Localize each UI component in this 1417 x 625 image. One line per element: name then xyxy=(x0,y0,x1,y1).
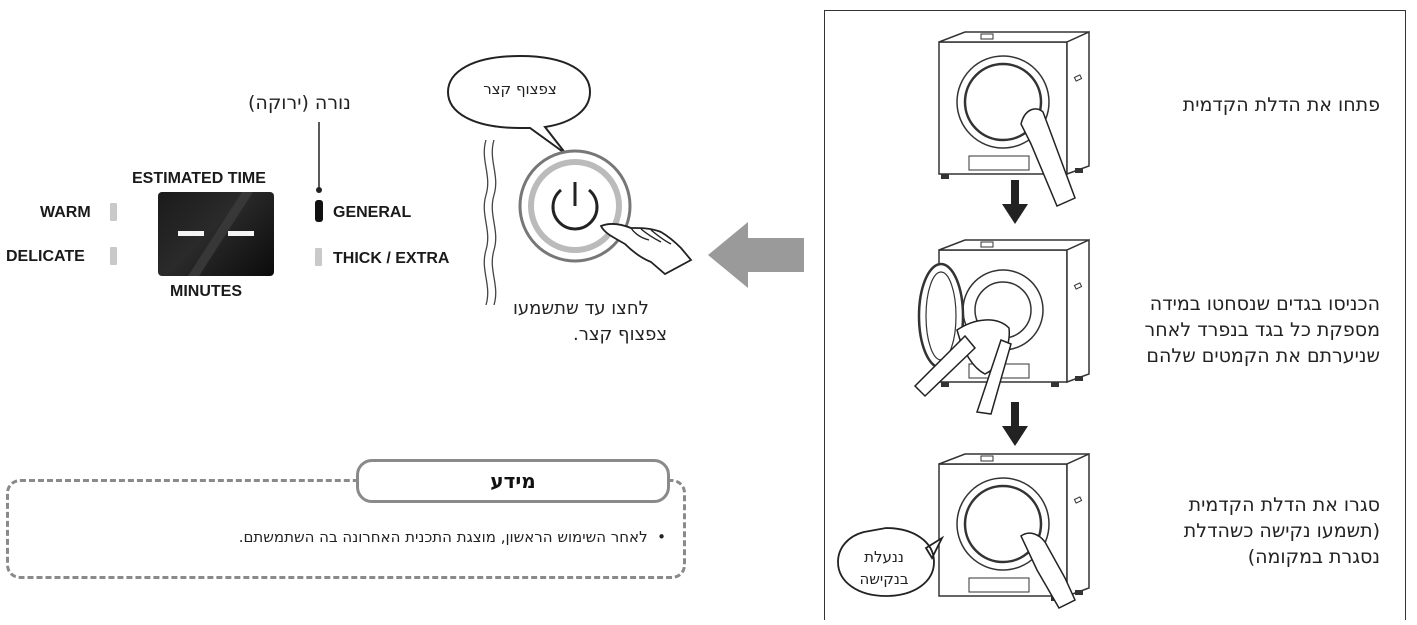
speech-bubble xyxy=(446,54,592,155)
arrow-down-icon xyxy=(1002,402,1028,446)
display-glare xyxy=(188,192,253,276)
warm-led xyxy=(110,203,117,221)
bullet-glyph: • xyxy=(647,528,666,546)
info-bullet: • לאחר השימוש הראשון, מוצגת התכנית האחרו… xyxy=(100,528,666,546)
lock-speech-bubble xyxy=(837,527,944,597)
thick-extra-led xyxy=(315,248,322,266)
thick-extra-label: THICK / EXTRA xyxy=(333,250,450,267)
break-lines xyxy=(483,140,497,305)
led-callout-label: נורה (ירוקה) xyxy=(248,92,351,114)
arrow-left-icon xyxy=(708,222,804,288)
step-2-line: מספקת כל בגד בנפרד לאחר xyxy=(1144,319,1380,341)
delicate-label: DELICATE xyxy=(6,248,85,265)
arrow-down-icon xyxy=(1002,180,1028,224)
dryer-icon xyxy=(938,452,1090,609)
display-segment xyxy=(178,231,204,236)
step-3-line: (תשמעו נקישה כשהדלת xyxy=(1183,520,1380,542)
general-label: GENERAL xyxy=(333,204,412,221)
step-3-line: סגרו את הדלת הקדמית xyxy=(1188,494,1380,516)
power-instruction-line2: צפצוף קצר. xyxy=(573,324,668,345)
power-instruction-line1: לחצו עד שתשמעו xyxy=(513,298,649,319)
power-button-illustration xyxy=(518,149,693,276)
lock-bubble-line2: בנקישה xyxy=(859,570,909,588)
step-1-line: פתחו את הדלת הקדמית xyxy=(1182,94,1380,116)
steps-frame xyxy=(824,10,1406,620)
step-2-line: שניערתם את הקמטים שלהם xyxy=(1146,345,1380,367)
dryer-icon xyxy=(913,238,1090,415)
callout-leader xyxy=(316,122,322,193)
pointing-hand-icon xyxy=(599,222,693,276)
delicate-led xyxy=(110,247,117,265)
step-3-line: נסגרת במקומה) xyxy=(1247,546,1380,568)
speech-bubble-text: צפצוף קצר xyxy=(483,80,557,98)
lock-bubble-line1: ננעלת xyxy=(864,548,904,566)
info-bullet-text: לאחר השימוש הראשון, מוצגת התכנית האחרונה… xyxy=(238,528,648,546)
display-segment xyxy=(228,231,254,236)
estimated-time-label: ESTIMATED TIME xyxy=(132,170,266,187)
dryer-icon xyxy=(938,30,1090,207)
info-box xyxy=(6,479,686,579)
power-icon xyxy=(551,182,599,231)
minutes-label: MINUTES xyxy=(170,283,242,300)
step-2-text: הכניסו בגדים שנסחטו במידה מספקת כל בגד ב… xyxy=(1090,291,1380,369)
general-led xyxy=(315,200,323,222)
info-title: מידע xyxy=(356,459,670,503)
time-display xyxy=(158,192,274,276)
warm-label: WARM xyxy=(40,204,91,221)
step-2-line: הכניסו בגדים שנסחטו במידה xyxy=(1149,293,1380,315)
step-3-text: סגרו את הדלת הקדמית (תשמעו נקישה כשהדלת … xyxy=(1120,492,1380,570)
step-1-text: פתחו את הדלת הקדמית xyxy=(1140,92,1380,118)
